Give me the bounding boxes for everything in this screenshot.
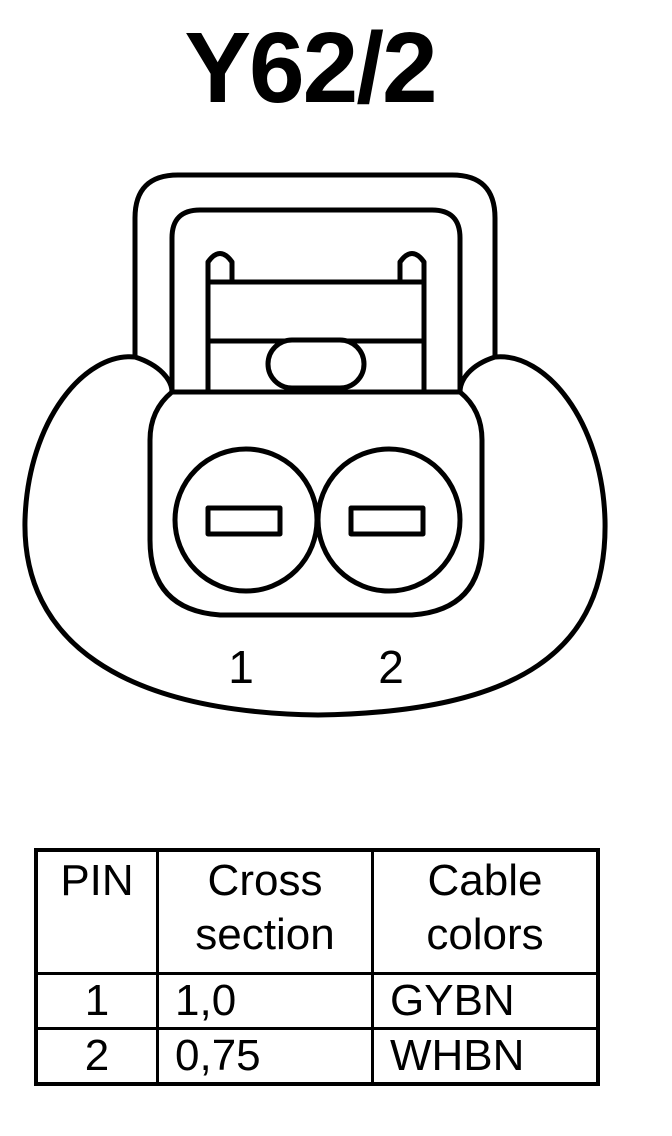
pin-1-socket <box>172 446 320 594</box>
header-cable-colors: Cable colors <box>371 848 600 975</box>
header-cable-line1: Cable <box>427 856 543 905</box>
header-pin-label: PIN <box>60 856 134 905</box>
row-2-pin: 2 <box>34 1027 159 1086</box>
pin-1-label: 1 <box>228 641 254 693</box>
header-cross-section: Cross section <box>156 848 374 975</box>
latch-post-left <box>205 251 235 395</box>
left-shoulder <box>132 354 175 395</box>
row-1-cable-colors: GYBN <box>371 972 600 1030</box>
table-header-row: PIN Cross section Cable colors <box>34 848 600 975</box>
header-pin: PIN <box>34 848 159 975</box>
row-2-cable-colors: WHBN <box>371 1027 600 1086</box>
header-cable-line2: colors <box>426 910 544 959</box>
connector-housing-outline <box>22 172 608 718</box>
row-2-cross-section: 0,75 <box>156 1027 374 1086</box>
row-1-cross-section: 1,0 <box>156 972 374 1030</box>
row-1-pin: 1 <box>34 972 159 1030</box>
latch-release-oval <box>265 337 367 391</box>
latch-frame <box>169 207 463 395</box>
header-cross-line1: Cross <box>207 856 323 905</box>
header-cross-line2: section <box>195 910 335 959</box>
pin-2-socket <box>315 446 463 594</box>
pin-2-label: 2 <box>378 641 404 693</box>
pin-1-blade <box>205 505 283 537</box>
latch-post-right <box>397 251 427 395</box>
pin-2-blade <box>348 505 426 537</box>
connector-diagram: 1 2 <box>22 172 608 718</box>
right-shoulder <box>457 354 498 395</box>
page-title: Y62/2 <box>184 12 437 124</box>
table-row: 1 1,0 GYBN <box>34 972 600 1030</box>
socket-cavity-outline <box>147 389 485 618</box>
table-row: 2 0,75 WHBN <box>34 1027 600 1086</box>
pin-assignment-table: PIN Cross section Cable colors 1 1,0 GYB… <box>34 848 600 1086</box>
